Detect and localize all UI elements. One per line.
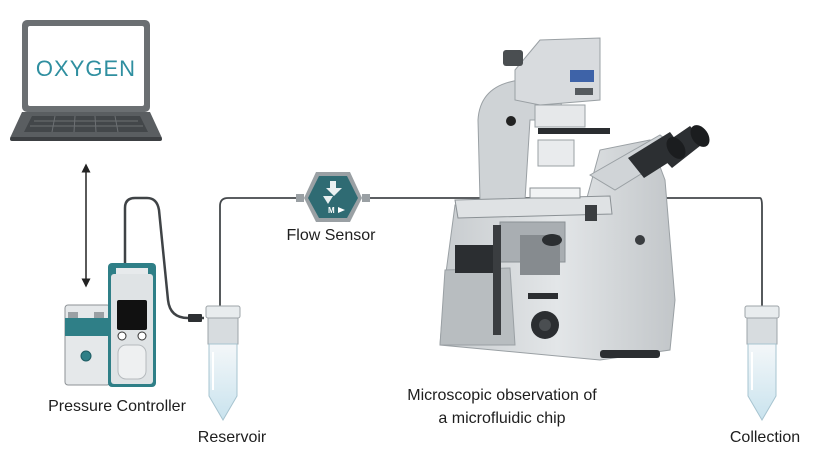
pressure-controller: [64, 196, 204, 387]
laptop-screen: [28, 26, 144, 106]
collection-tube: [744, 305, 780, 421]
flow-sensor-badge: M: [328, 206, 335, 215]
reservoir-tube: [205, 305, 241, 421]
oxygen-logo: OXYGEN: [36, 56, 136, 81]
microscope-label-line1: Microscopic observation of: [407, 387, 597, 404]
laptop: OXYGEN: [10, 20, 162, 141]
flow-sensor-device: M: [296, 172, 370, 222]
flow-sensor-label: Flow Sensor: [287, 227, 377, 244]
tubing-sensor-collection: [370, 197, 763, 308]
reservoir-label: Reservoir: [198, 429, 267, 446]
microscope-label-line2: a microfluidic chip: [438, 410, 565, 427]
collection-label: Collection: [730, 429, 800, 446]
tubing-reservoir-sensor: [219, 197, 300, 308]
pressure-controller-label: Pressure Controller: [48, 398, 187, 415]
inverted-microscope: [439, 37, 710, 361]
